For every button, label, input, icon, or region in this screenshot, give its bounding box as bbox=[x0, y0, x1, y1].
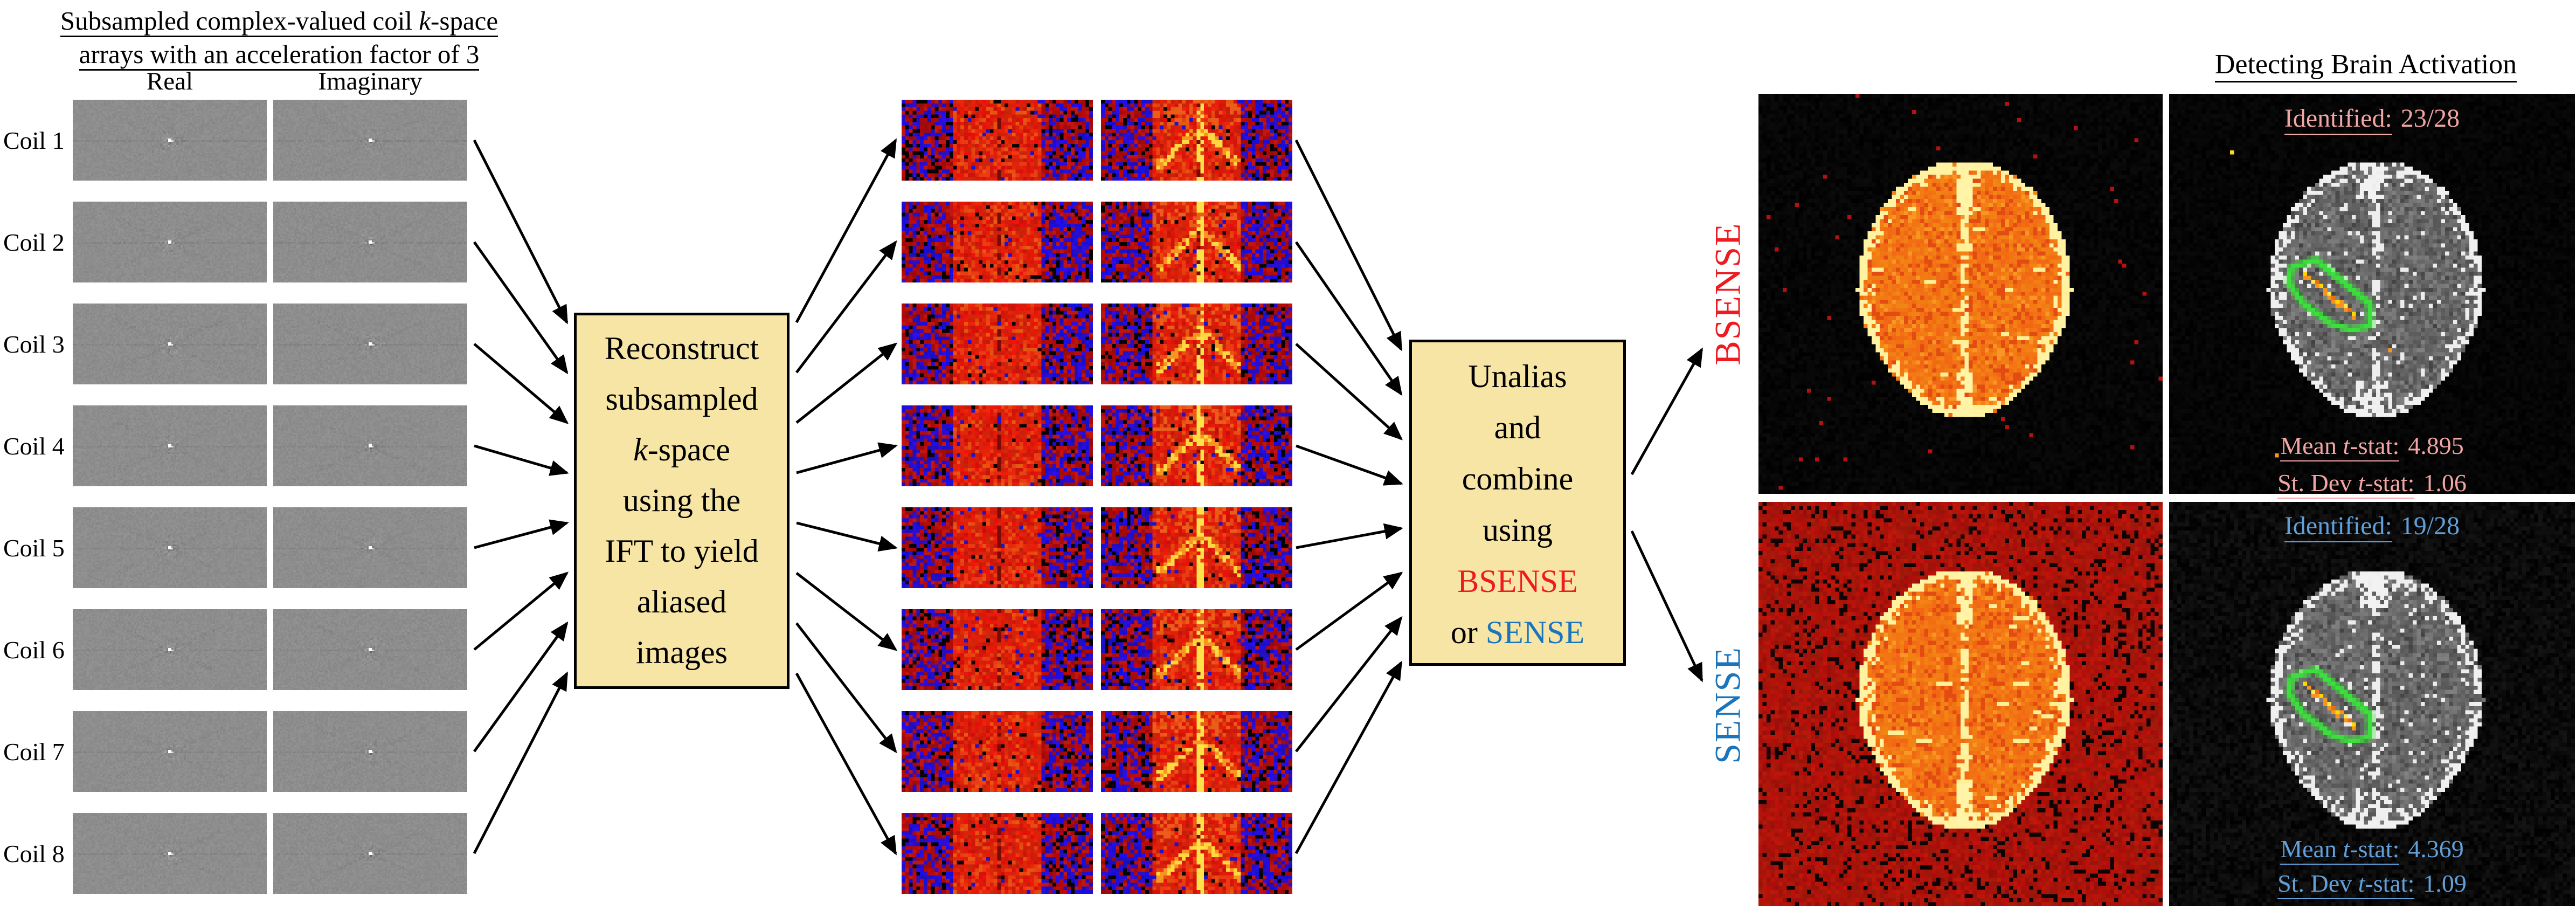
kspace-imag-coil8-image bbox=[273, 813, 467, 894]
sense-activation-map-image bbox=[2169, 502, 2575, 906]
aliased-imag-coil8-image bbox=[1101, 813, 1292, 894]
sense-identified-stat: Identified:19/28 bbox=[2169, 511, 2575, 542]
coil-6-label: Coil 6 bbox=[3, 636, 65, 664]
kspace-section-title: Subsampled complex-valued coil k-space a… bbox=[15, 4, 543, 71]
title-line2: arrays with an acceleration factor of 3 bbox=[79, 40, 480, 71]
kspace-real-coil5-image bbox=[73, 507, 267, 588]
kspace-imag-coil4-image bbox=[273, 405, 467, 486]
box2-or-word: or bbox=[1450, 615, 1486, 650]
kspace-real-coil7-image bbox=[73, 711, 267, 792]
bsense-row-label: BSENSE bbox=[1707, 222, 1748, 366]
aliased-real-coil7-image bbox=[902, 711, 1093, 792]
box2-line3: combine bbox=[1462, 461, 1574, 497]
kspace-real-coil1-image bbox=[73, 100, 267, 181]
coil-3-label: Coil 3 bbox=[3, 330, 65, 358]
column-header-imaginary: Imaginary bbox=[318, 67, 423, 95]
bsense-mean-tstat: Mean t-stat:4.895 bbox=[2169, 431, 2575, 461]
sense-reconstructed-brain-image bbox=[1758, 502, 2163, 906]
aliased-real-coil5-image bbox=[902, 507, 1093, 588]
box1-line1: Reconstruct bbox=[604, 330, 759, 366]
aliased-real-coil8-image bbox=[902, 813, 1093, 894]
aliased-imag-coil6-image bbox=[1101, 609, 1292, 690]
kspace-real-coil6-image bbox=[73, 609, 267, 690]
kspace-imag-coil1-image bbox=[273, 100, 467, 181]
bsense-reconstructed-brain-image bbox=[1758, 94, 2163, 494]
aliased-imag-coil2-image bbox=[1101, 202, 1292, 282]
aliased-imag-coil5-image bbox=[1101, 507, 1292, 588]
kspace-imag-coil7-image bbox=[273, 711, 467, 792]
box1-line7: images bbox=[636, 635, 728, 670]
box1-line2: subsampled bbox=[605, 381, 758, 417]
sense-row-label: SENSE bbox=[1707, 646, 1748, 764]
sense-mean-tstat: Mean t-stat:4.369 bbox=[2169, 835, 2575, 865]
coil-5-label: Coil 5 bbox=[3, 534, 65, 562]
kspace-real-coil3-image bbox=[73, 304, 267, 384]
aliased-real-coil4-image bbox=[902, 405, 1093, 486]
aliased-real-coil2-image bbox=[902, 202, 1093, 282]
bsense-stdev-tstat: St. Dev t-stat:1.06 bbox=[2169, 468, 2575, 499]
box2-bsense-word: BSENSE bbox=[1457, 563, 1578, 599]
kspace-imag-coil5-image bbox=[273, 507, 467, 588]
column-header-real: Real bbox=[146, 67, 193, 95]
sense-stdev-tstat: St. Dev t-stat:1.09 bbox=[2169, 869, 2575, 899]
box1-line4: using the bbox=[622, 482, 741, 518]
box2-line2: and bbox=[1494, 410, 1541, 445]
box2-sense-word: SENSE bbox=[1485, 615, 1585, 650]
bsense-activation-map-image bbox=[2169, 94, 2575, 494]
title-line1-k-italic: k bbox=[419, 6, 431, 36]
detecting-brain-activation-title: Detecting Brain Activation bbox=[2177, 49, 2554, 82]
kspace-real-coil2-image bbox=[73, 202, 267, 282]
coil-1-label: Coil 1 bbox=[3, 126, 65, 154]
aliased-real-coil1-image bbox=[902, 100, 1093, 181]
aliased-real-coil3-image bbox=[902, 304, 1093, 384]
box1-line3-post: -space bbox=[647, 432, 730, 467]
kspace-imag-coil6-image bbox=[273, 609, 467, 690]
aliased-real-coil6-image bbox=[902, 609, 1093, 690]
box2-line1: Unalias bbox=[1468, 359, 1567, 394]
kspace-real-coil8-image bbox=[73, 813, 267, 894]
kspace-real-coil4-image bbox=[73, 405, 267, 486]
coil-2-label: Coil 2 bbox=[3, 228, 65, 256]
kspace-imag-coil3-image bbox=[273, 304, 467, 384]
bsense-identified-stat: Identified:23/28 bbox=[2169, 104, 2575, 135]
bsense-map-canvas bbox=[2169, 94, 2575, 494]
box1-line6: aliased bbox=[636, 584, 727, 619]
sense-brain-canvas bbox=[1758, 502, 2163, 906]
bsense-brain-canvas bbox=[1758, 94, 2163, 494]
kspace-imag-coil2-image bbox=[273, 202, 467, 282]
coil-8-label: Coil 8 bbox=[3, 839, 65, 867]
coil-4-label: Coil 4 bbox=[3, 432, 65, 460]
reconstruct-ift-box: Reconstruct subsampled k-space using the… bbox=[574, 313, 790, 689]
title-line1-post: -space bbox=[431, 6, 498, 36]
box1-line5: IFT to yield bbox=[605, 533, 759, 569]
title-line1-pre: Subsampled complex-valued coil bbox=[60, 6, 419, 36]
box2-line4: using bbox=[1482, 512, 1553, 548]
aliased-imag-coil3-image bbox=[1101, 304, 1292, 384]
aliased-imag-coil1-image bbox=[1101, 100, 1292, 181]
coil-7-label: Coil 7 bbox=[3, 737, 65, 766]
box1-k-italic: k bbox=[633, 432, 648, 467]
aliased-imag-coil7-image bbox=[1101, 711, 1292, 792]
sense-map-canvas bbox=[2169, 502, 2575, 906]
aliased-imag-coil4-image bbox=[1101, 405, 1292, 486]
unalias-combine-box: Unalias and combine using BSENSE or SENS… bbox=[1409, 340, 1626, 666]
